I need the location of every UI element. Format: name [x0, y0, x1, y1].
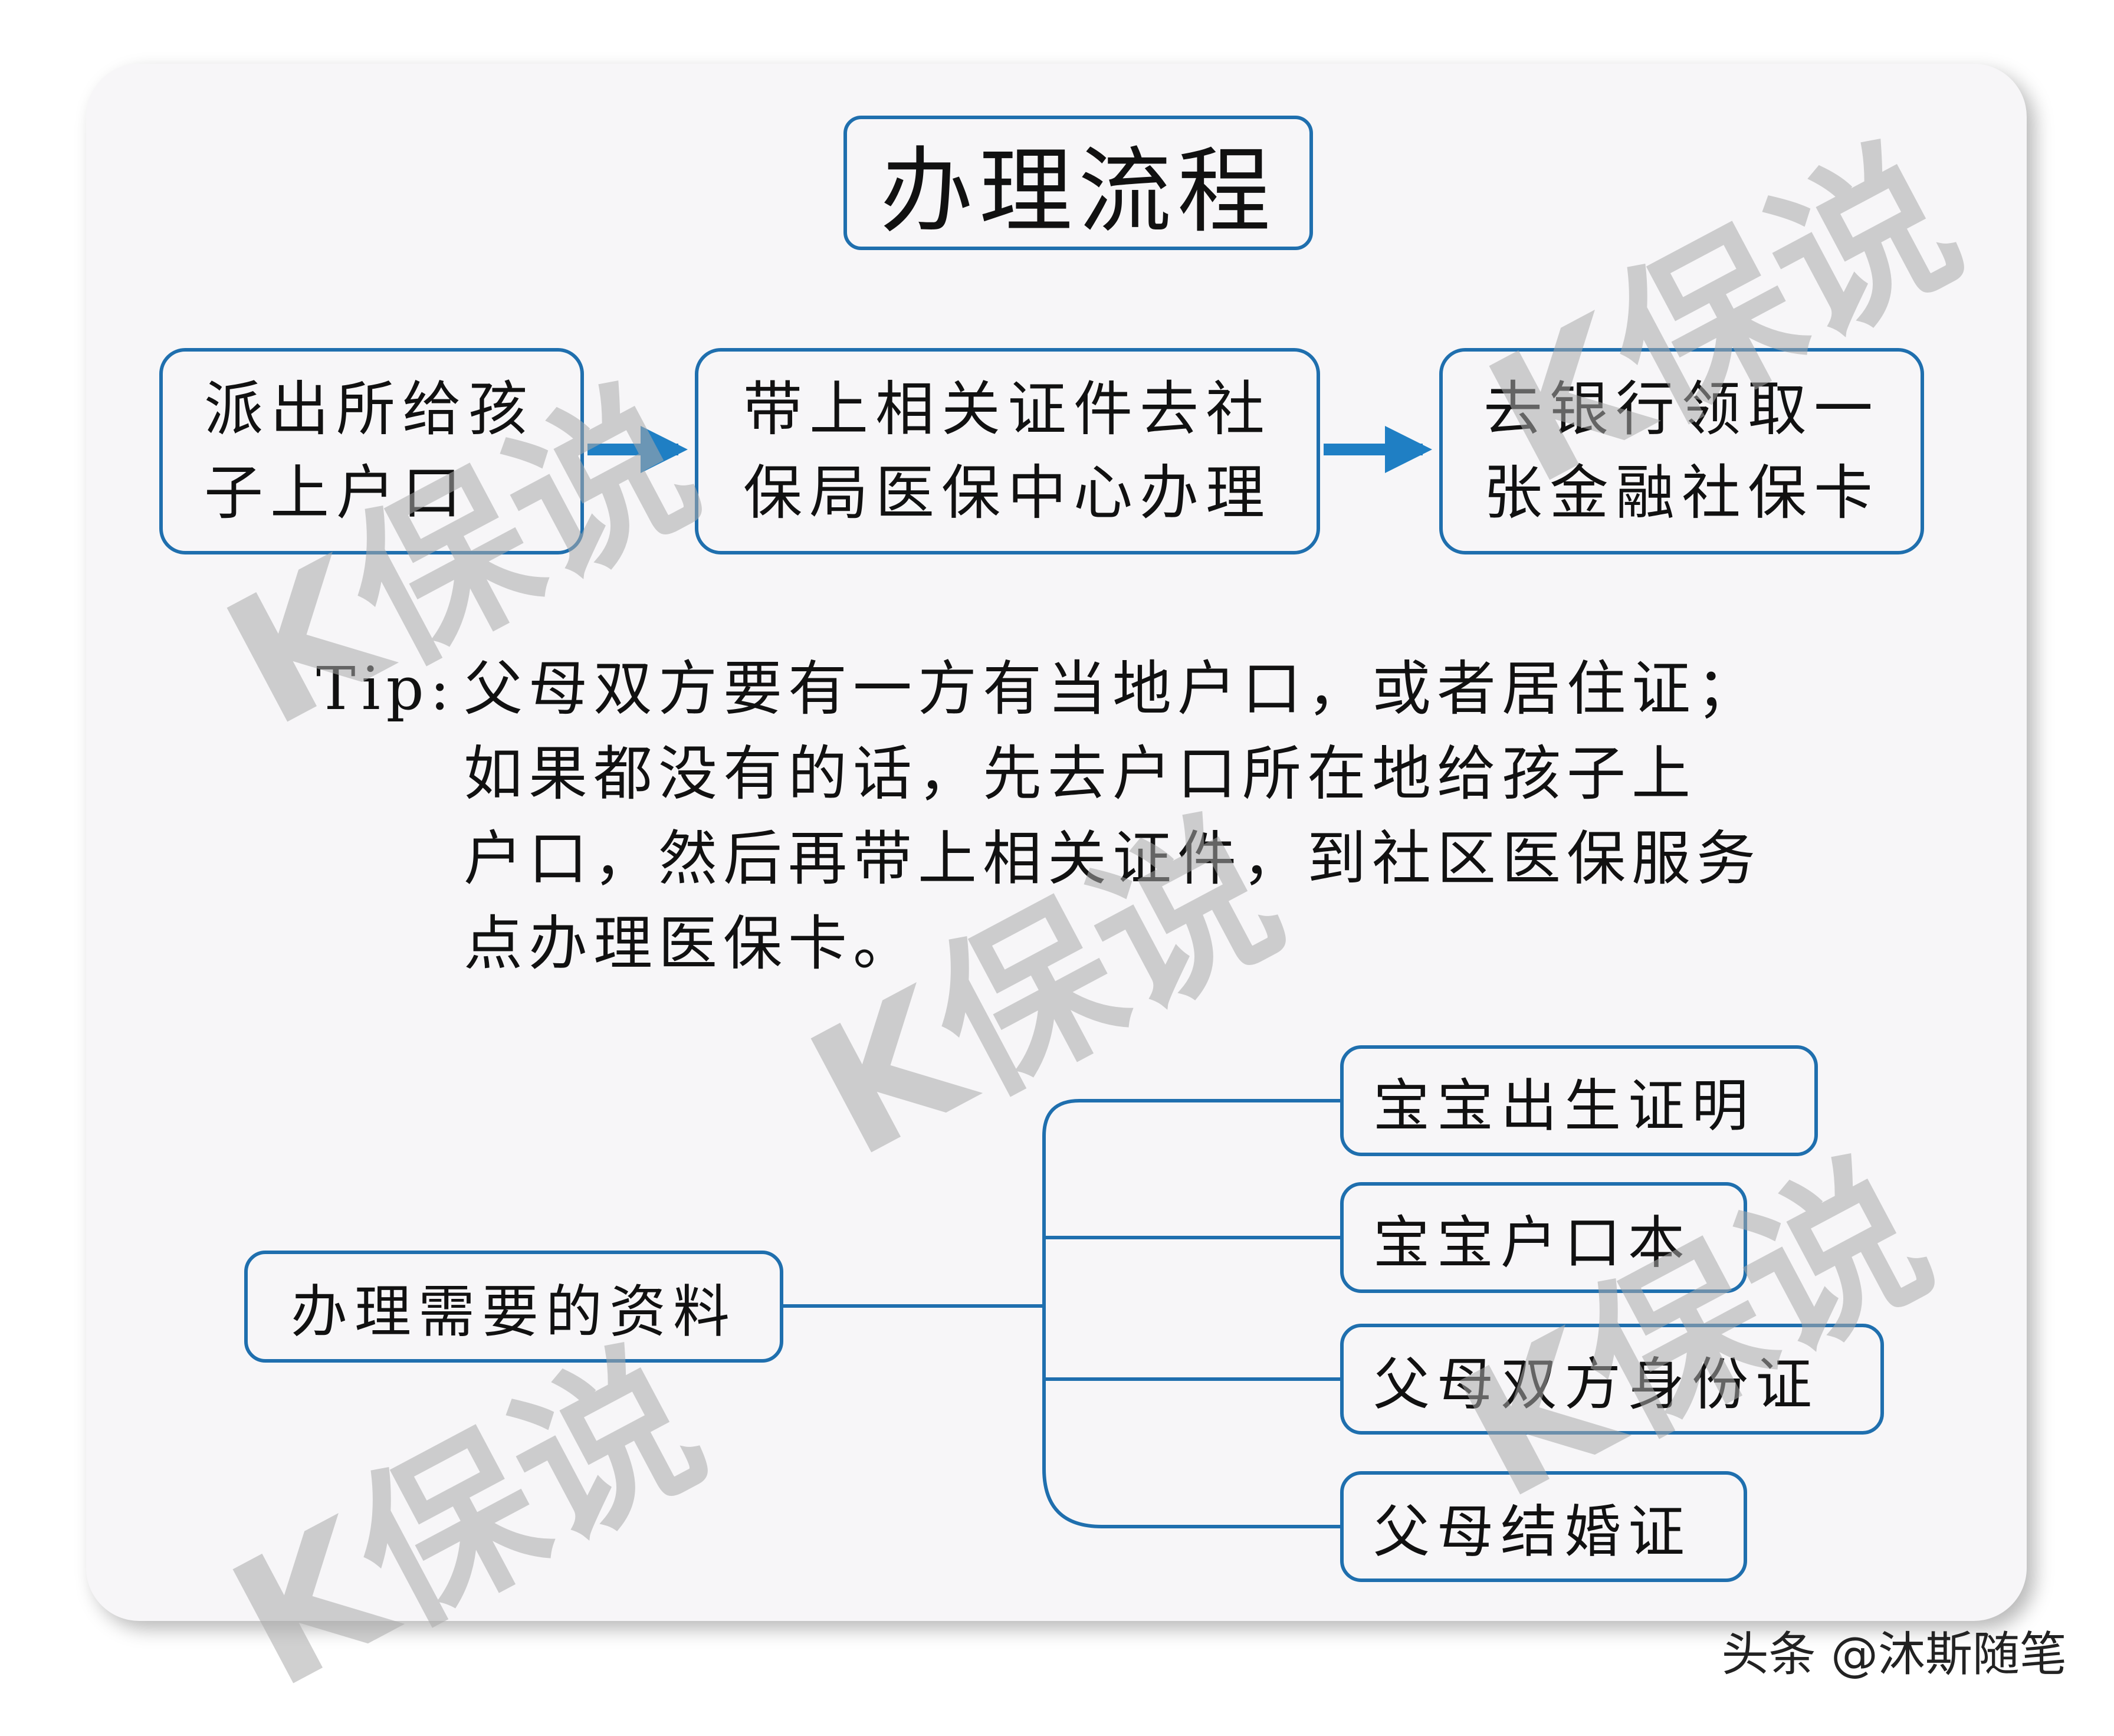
flow-step-2-line-2: 保局医保中心办理	[743, 458, 1272, 527]
tip-line-4: 点办理医保卡。	[464, 909, 918, 978]
materials-tree-lines	[783, 1099, 1340, 1528]
flow-step-1: 派出所给孩 子上户口	[159, 348, 584, 554]
tip-body: 父母双方要有一方有当地户口，或者居住证； 如果都没有的话，先去户口所在地给孩子上…	[464, 647, 1915, 986]
tip-line-2: 如果都没有的话，先去户口所在地给孩子上	[464, 739, 1696, 808]
flow-step-3-line-2: 张金融社保卡	[1483, 458, 1880, 527]
flow-step-2: 带上相关证件去社 保局医保中心办理	[695, 348, 1320, 554]
materials-root: 办理需要的资料	[244, 1251, 783, 1363]
material-item-birth-certificate: 宝宝出生证明	[1340, 1045, 1818, 1156]
tip-line-3: 户口，然后再带上相关证件，到社区医保服务	[464, 824, 1761, 893]
material-item-marriage-certificate: 父母结婚证	[1340, 1471, 1747, 1582]
flow-step-1-line-2: 子上户口	[204, 458, 468, 527]
material-item-household-register: 宝宝户口本	[1340, 1182, 1747, 1293]
flow-step-1-line-1: 派出所给孩	[204, 375, 534, 444]
flow-step-3-line-1: 去银行领取一	[1483, 375, 1880, 444]
material-item-parent-id-cards: 父母双方身份证	[1340, 1324, 1884, 1435]
tip-label: Tip:	[316, 654, 456, 723]
source-credit: 头条 @沐斯随笔	[1721, 1627, 2067, 1682]
flow-step-3: 去银行领取一 张金融社保卡	[1439, 348, 1924, 554]
page-title: 办理流程	[843, 116, 1313, 250]
flow-step-2-line-1: 带上相关证件去社	[743, 375, 1272, 444]
tip-line-1: 父母双方要有一方有当地户口，或者居住证；	[464, 654, 1761, 723]
